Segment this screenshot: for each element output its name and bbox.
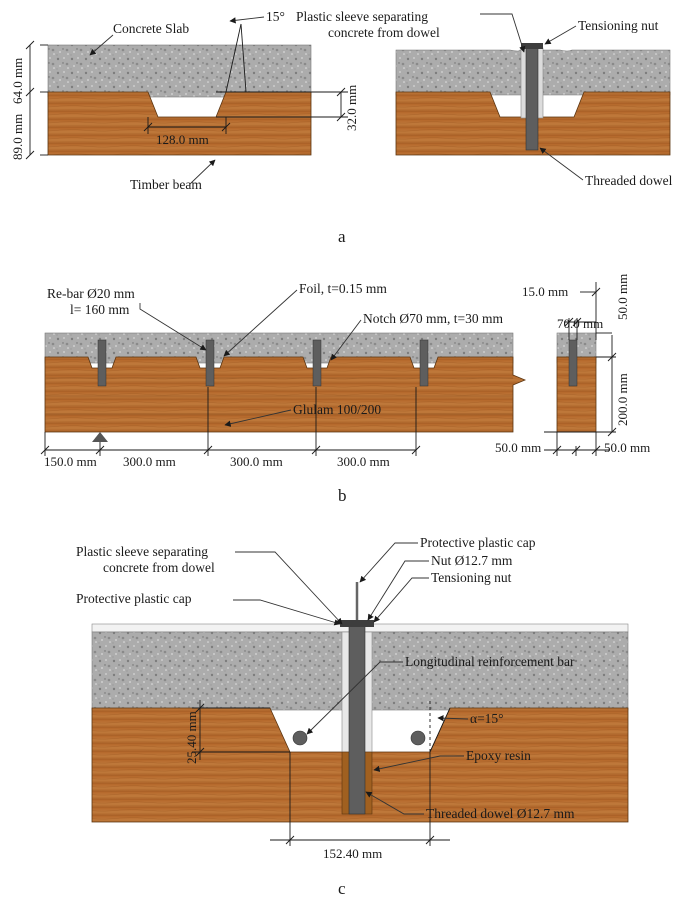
b-dim-70: 70.0 mm: [557, 316, 603, 331]
a-dim-128: 128.0 mm: [156, 132, 209, 147]
panel-a-left-section: [47, 44, 312, 156]
b-rebar-4: [419, 339, 429, 387]
a-left-concrete: [47, 44, 312, 98]
c-threaded-dowel-label: Threaded dowel Ø12.7 mm: [426, 806, 575, 821]
b-cs-rebar: [568, 339, 578, 387]
c-dimension-lines: [192, 700, 451, 846]
b-dim-15: 15.0 mm: [522, 284, 568, 299]
b-dim-300b: 300.0 mm: [230, 454, 283, 469]
panel-a: 64.0 mm 89.0 mm 32.0 mm 128.0 mm Concret…: [10, 9, 673, 246]
a-threaded-dowel-label: Threaded dowel: [585, 173, 673, 188]
c-long-bar-left: [292, 730, 308, 746]
b-caption: b: [338, 486, 347, 505]
b-dimension-lines: [40, 282, 617, 456]
b-cross-section: [556, 332, 597, 433]
b-dim-300c: 300.0 mm: [337, 454, 390, 469]
panel-a-right-section: [395, 43, 671, 156]
c-cap-top-label: Protective plastic cap: [420, 535, 536, 550]
a-timber-beam-label: Timber beam: [130, 177, 202, 192]
b-notch-label: Notch Ø70 mm, t=30 mm: [363, 311, 503, 326]
b-rebar-2: [205, 339, 215, 387]
panel-b: 150.0 mm 300.0 mm 300.0 mm 300.0 mm 15.0…: [40, 274, 650, 505]
c-dim-2540: 25.40 mm: [184, 711, 199, 764]
a-caption: a: [338, 227, 346, 246]
b-rebar-1: [97, 339, 107, 387]
b-rebar-label-2: l= 160 mm: [70, 302, 130, 317]
c-nut-label: Nut Ø12.7 mm: [431, 553, 513, 568]
a-right-nut: [521, 43, 543, 49]
c-long-bar-label: Longitudinal reinforcement bar: [405, 654, 575, 669]
c-tensioning-nut-label: Tensioning nut: [431, 570, 512, 585]
c-dowel: [348, 624, 366, 815]
panel-c: 25.40 mm 152.40 mm Protective plastic ca…: [76, 535, 629, 898]
b-dim-50a: 50.0 mm: [495, 440, 541, 455]
a-dimension-lines: [25, 23, 348, 160]
a-tensioning-nut-label: Tensioning nut: [578, 18, 659, 33]
a-sleeve-label-1: Plastic sleeve separating: [296, 9, 428, 24]
c-sleeve-label-1: Plastic sleeve separating: [76, 544, 208, 559]
a-dim-32: 32.0 mm: [344, 85, 359, 131]
c-cap-left-label: Protective plastic cap: [76, 591, 192, 606]
b-dim-50b: 50.0 mm: [604, 440, 650, 455]
c-sleeve-label-2: concrete from dowel: [103, 560, 215, 575]
b-rebar-label-1: Re-bar Ø20 mm: [47, 286, 135, 301]
b-dim-50v: 50.0 mm: [615, 274, 630, 320]
c-dim-15240: 152.40 mm: [323, 846, 382, 861]
c-long-bar-right: [410, 730, 426, 746]
a-sleeve-label-2: concrete from dowel: [328, 25, 440, 40]
c-caption: c: [338, 879, 346, 898]
a-angle-label: 15°: [266, 9, 285, 24]
c-alpha-label: α=15°: [470, 711, 504, 726]
b-support-triangle: [92, 432, 108, 442]
b-dim-300a: 300.0 mm: [123, 454, 176, 469]
b-foil-label: Foil, t=0.15 mm: [299, 281, 387, 296]
b-lamination-lines: [45, 377, 513, 415]
b-glulam-label: Glulam 100/200: [293, 402, 381, 417]
b-rebar-3: [312, 339, 322, 387]
a-right-dowel: [525, 47, 539, 151]
b-main-beam: [44, 332, 527, 442]
a-concrete-slab-label: Concrete Slab: [113, 21, 189, 36]
b-glulam-beam: [44, 356, 527, 433]
c-nut: [340, 620, 374, 627]
a-dim-89: 89.0 mm: [10, 114, 25, 160]
b-dim-200: 200.0 mm: [615, 373, 630, 426]
c-epoxy-label: Epoxy resin: [466, 748, 531, 763]
a-dim-64: 64.0 mm: [10, 58, 25, 104]
b-dim-150: 150.0 mm: [44, 454, 97, 469]
